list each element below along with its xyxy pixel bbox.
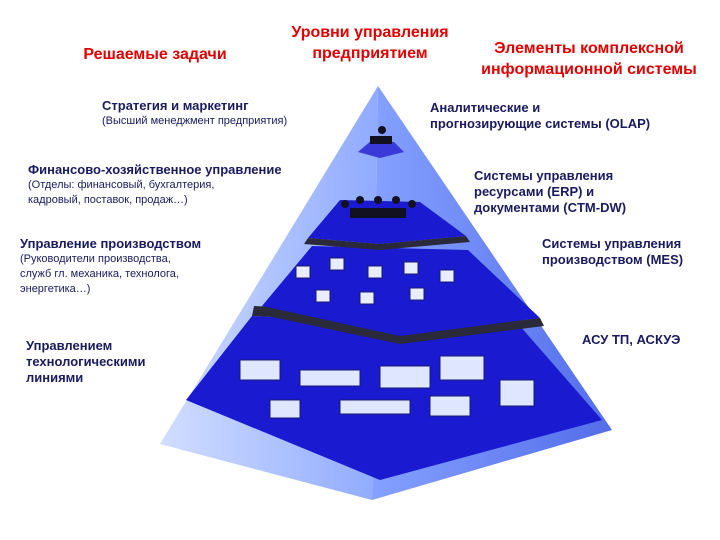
floor-level-3-edge — [258, 306, 544, 344]
system-level-3: Системы управления производством (MES) — [542, 236, 684, 267]
floor-level-1 — [358, 140, 404, 158]
floor-level-4 — [186, 316, 602, 480]
level-3-subtitle: (Руководители производства, служб гл. ме… — [20, 253, 179, 295]
meeting-table-level-2 — [341, 196, 416, 218]
header-management-levels: Уровни управления предприятием — [291, 24, 449, 62]
workstations-level-3 — [295, 257, 455, 305]
level-3-task: Управление производством (Руководители п… — [20, 236, 201, 297]
level-2-subtitle: (Отделы: финансовый, бухгалтерия, кадров… — [28, 179, 215, 206]
header-system-elements: Элементы комплексной информационной сист… — [481, 40, 697, 78]
floor-level-2-edge — [304, 236, 470, 250]
system-level-1: Аналитические и прогнозирующие системы (… — [430, 100, 651, 131]
level-4-title: Управлением технологическими линиями — [26, 338, 146, 385]
level-3-title: Управление производством — [20, 236, 202, 251]
level-2-title: Финансово-хозяйственное управление — [28, 162, 282, 177]
level-2-task: Финансово-хозяйственное управление (Отде… — [28, 162, 282, 208]
level-1-task: Стратегия и маркетинг (Высший менеджмент… — [102, 98, 287, 129]
level-4-task: Управлением технологическими линиями — [26, 338, 146, 386]
system-level-2: Системы управления ресурсами (ERP) и док… — [474, 168, 627, 215]
executive-desk-level-1 — [370, 126, 392, 144]
level-1-subtitle: (Высший менеджмент предприятия) — [102, 115, 288, 127]
floor-level-2 — [308, 200, 466, 244]
system-level-4: АСУ ТП, АСКУЭ — [582, 332, 681, 347]
level-1-title: Стратегия и маркетинг — [102, 98, 249, 113]
header-tasks: Решаемые задачи — [83, 46, 227, 63]
equipment-level-4 — [239, 355, 535, 419]
